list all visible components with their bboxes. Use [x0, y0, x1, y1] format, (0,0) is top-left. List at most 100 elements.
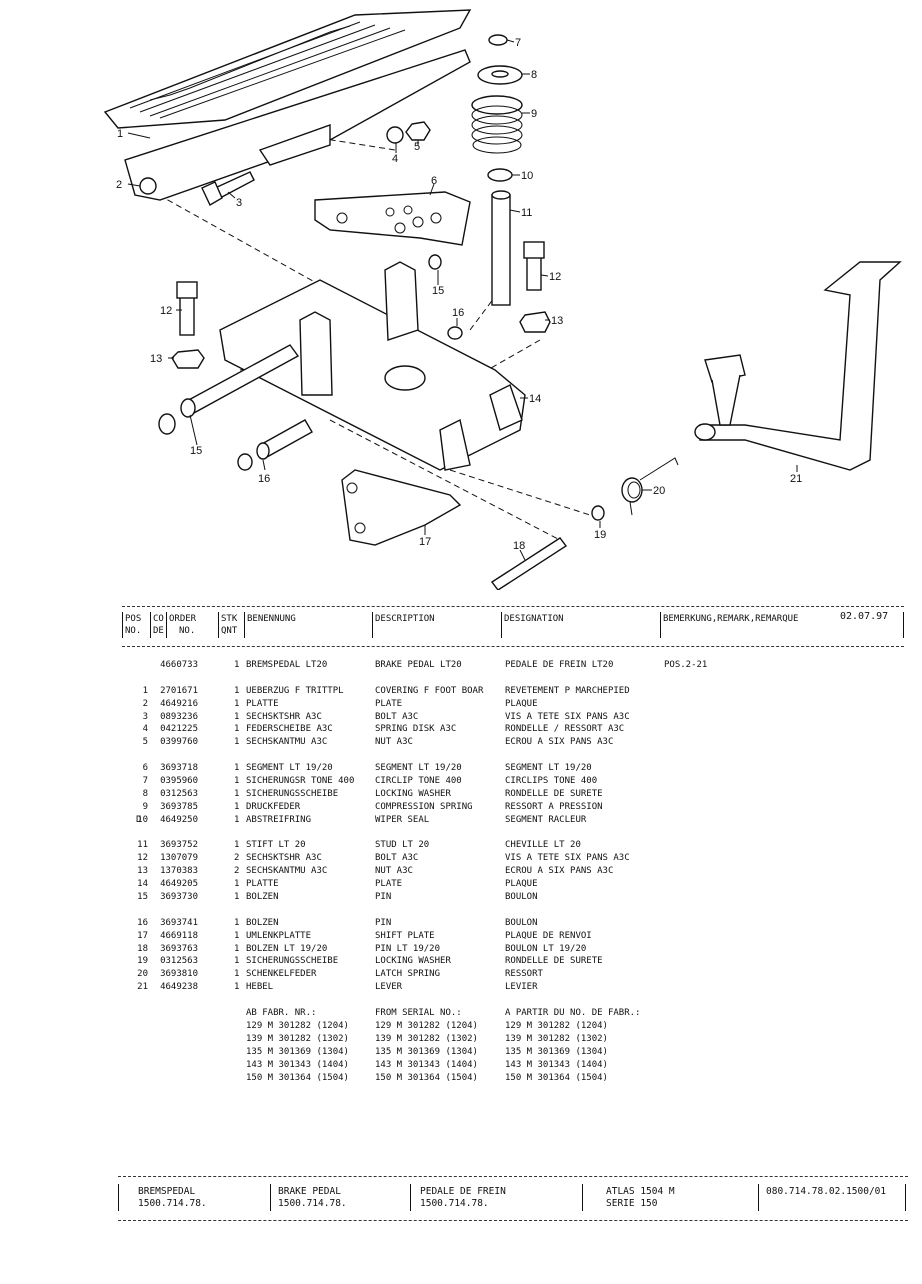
co-code: D [136, 814, 142, 825]
part-11-stud [491, 190, 511, 306]
pos-number: 15 [137, 892, 148, 903]
order-number: 3693810 [160, 969, 198, 980]
quantity: 1 [234, 917, 240, 928]
part-7-circlip [488, 34, 508, 46]
benennung: PLATTE [246, 879, 279, 890]
order-number: 4669118 [160, 930, 198, 941]
description: PLATE [375, 879, 403, 890]
callout-7: 7 [515, 37, 521, 49]
quantity: 2 [234, 866, 240, 877]
part-17-shift-plate [341, 469, 462, 546]
pos-number: 20 [137, 969, 148, 980]
callout-20: 20 [653, 485, 665, 497]
quantity: 1 [234, 763, 240, 774]
order-number: 0421225 [160, 724, 198, 735]
benennung: UMLENKPLATTE [246, 930, 312, 941]
order-number: 4649250 [160, 814, 198, 825]
pos-number: 5 [142, 737, 148, 748]
pos-number: 1 [142, 685, 148, 696]
serial-row: 129 M 301282 (1204)129 M 301282 (1204)12… [0, 1020, 922, 1033]
callout-18: 18 [513, 540, 525, 552]
quantity: 1 [234, 698, 240, 709]
order-number: 3693741 [160, 917, 198, 928]
designation: REVETEMENT P MARCHEPIED [505, 685, 630, 696]
serial-description: 150 M 301364 (1504) [375, 1072, 478, 1083]
header-bottom-rule [122, 646, 904, 647]
order-number: 3693730 [160, 892, 198, 903]
callout-3: 3 [236, 197, 242, 209]
description: PIN [375, 892, 392, 903]
benennung: HEBEL [246, 982, 274, 993]
part-15-circlip-top [428, 254, 442, 270]
designation: VIS A TETE SIX PANS A3C [505, 853, 630, 864]
quantity: 1 [234, 969, 240, 980]
part-1-foot-board-cover [103, 9, 472, 129]
description: BOLT A3C [375, 853, 419, 864]
description: PIN LT 19/20 [375, 943, 441, 954]
order-number: 0312563 [160, 956, 198, 967]
designation: PLAQUE [505, 698, 538, 709]
footer-top-rule [118, 1176, 908, 1177]
part-15-circlip-left [158, 413, 176, 435]
callout-5: 5 [414, 141, 420, 153]
description: COVERING F FOOT BOAR [375, 685, 484, 696]
serial-designation: A PARTIR DU NO. DE FABR.: [505, 1008, 641, 1019]
catalog-date: 02.07.97 [840, 611, 889, 622]
quantity: 1 [234, 956, 240, 967]
footer-doc-number: 080.714.78.02.1500/01 [766, 1186, 887, 1197]
pos-number: 6 [142, 763, 148, 774]
benennung: SICHERUNGSSCHEIBE [246, 956, 339, 967]
footer-bar-left [118, 1184, 119, 1211]
designation: CIRCLIPS TONE 400 [505, 776, 598, 787]
callout-11: 11 [521, 207, 532, 219]
serial-row: 139 M 301282 (1302)139 M 301282 (1302)13… [0, 1033, 922, 1046]
part-14-base-plate [219, 261, 526, 471]
description: NUT A3C [375, 737, 413, 748]
callout-16-lower: 16 [258, 473, 270, 485]
benennung: SECHSKANTMU A3C [246, 737, 328, 748]
description: PIN [375, 917, 392, 928]
callout-21: 21 [790, 473, 802, 485]
part-16-washer-upper [447, 326, 463, 340]
pos-number: 8 [142, 788, 148, 799]
benennung: UEBERZUG F TRITTPL [246, 685, 344, 696]
quantity: 1 [234, 685, 240, 696]
designation: RESSORT [505, 969, 543, 980]
part-8-locking-washer [477, 65, 523, 85]
pos-number: 7 [142, 776, 148, 787]
serial-description: FROM SERIAL NO.: [375, 1008, 462, 1019]
header-designation: DESIGNATION [504, 614, 564, 624]
designation: BOULON [505, 917, 538, 928]
quantity: 1 [234, 724, 240, 735]
serial-row: 143 M 301343 (1404)143 M 301343 (1404)14… [0, 1059, 922, 1072]
callout-16-top: 16 [452, 307, 464, 319]
serial-benennung: 129 M 301282 (1204) [246, 1020, 349, 1031]
pos-number: 13 [137, 866, 148, 877]
order-number: 3693763 [160, 943, 198, 954]
quantity: 2 [234, 853, 240, 864]
description: STUD LT 20 [375, 840, 430, 851]
description: SEGMENT LT 19/20 [375, 763, 462, 774]
benennung: FEDERSCHEIBE A3C [246, 724, 333, 735]
benennung: SICHERUNGSSCHEIBE [246, 788, 339, 799]
designation: ECROU A SIX PANS A3C [505, 866, 614, 877]
benennung: SECHSKTSHR A3C [246, 711, 322, 722]
pos-number: 11 [137, 840, 148, 851]
part-16-washer-lower [237, 453, 253, 471]
header-bar-co [150, 612, 151, 638]
callout-1: 1 [117, 128, 123, 140]
description: WIPER SEAL [375, 814, 430, 825]
